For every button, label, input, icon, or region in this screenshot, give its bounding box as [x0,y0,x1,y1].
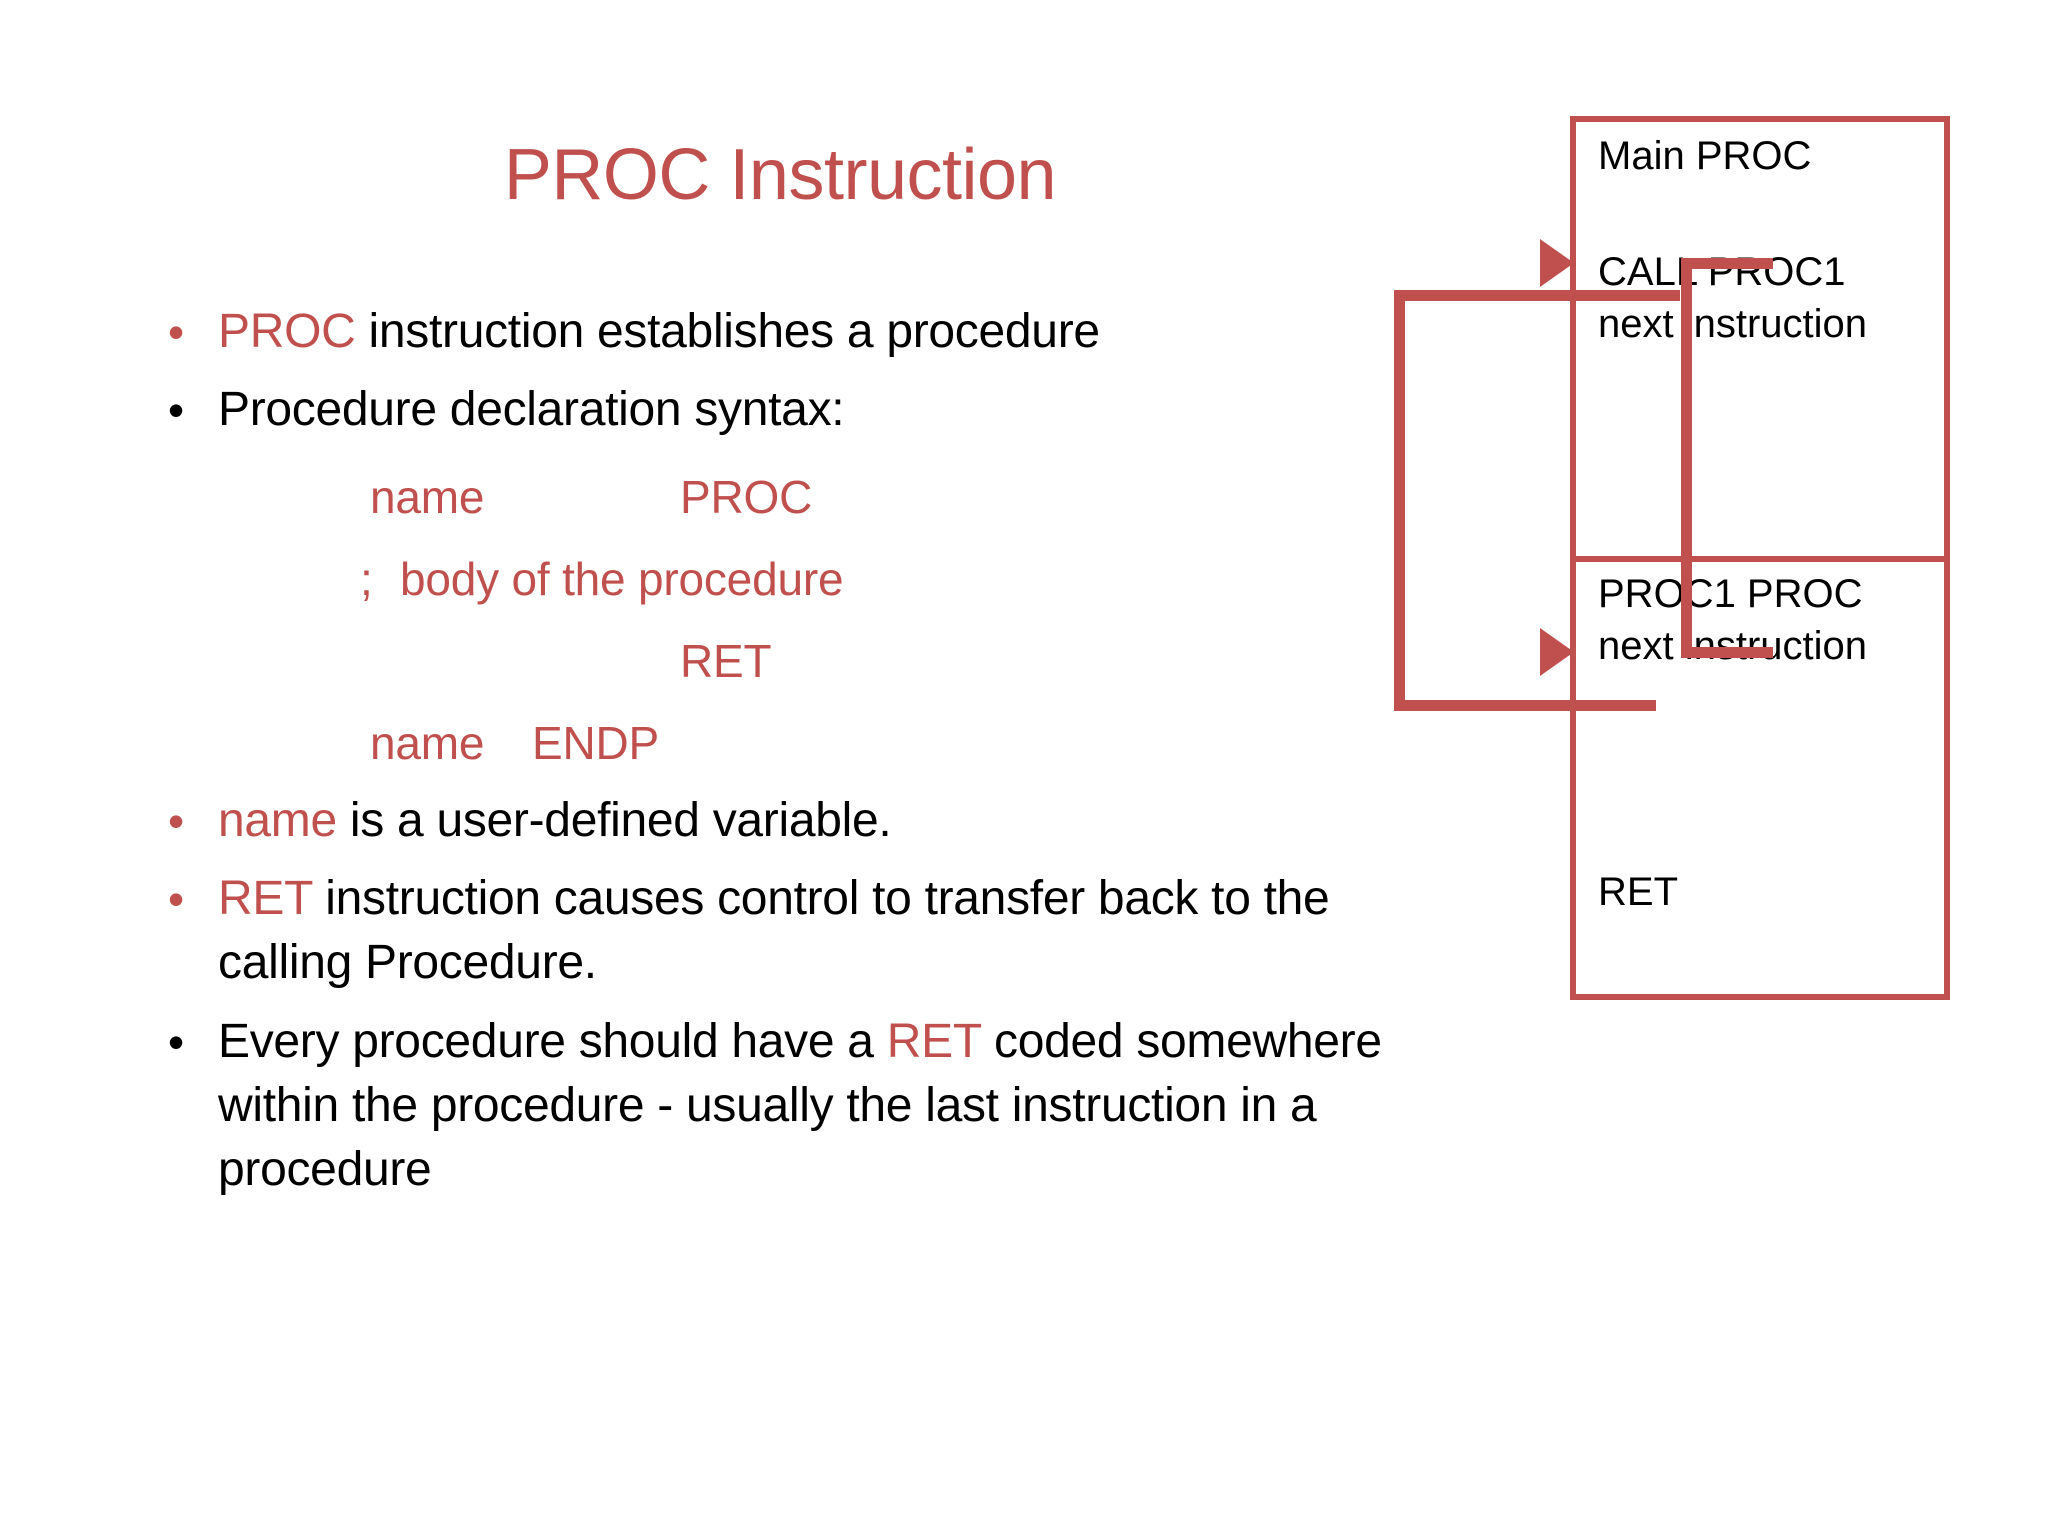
page-title: PROC Instruction [503,135,1057,215]
bullet-text: name is a user-defined variable. [218,789,892,853]
bullet-plain-text: is a user-defined variable. [336,793,892,847]
bullet-text: Every procedure should have a RET coded … [218,1010,1460,1203]
list-item: • RET instruction causes control to tran… [160,867,1460,996]
syntax-line-declaration: name PROC [160,470,1460,552]
main-proc-box: Main PROC CALL PROC1 next instruction [1570,116,1950,562]
bullet-plain-text: Every procedure should have a [218,1014,887,1068]
bullet-text: PROC instruction establishes a procedure [218,300,1100,364]
bullet-list: • PROC instruction establishes a procedu… [160,300,1460,1217]
syntax-endp-token: ENDP [532,717,660,769]
arrow-head-return-icon [1540,239,1574,287]
bullet-accent-term: PROC [218,305,356,358]
syntax-name-token: name [370,471,485,523]
call-path-bottom-segment [1681,647,1773,658]
syntax-code-block: name PROC ; body of the procedure RET na… [160,470,1460,798]
main-proc-call-instruction: CALL PROC1 [1598,250,1846,294]
main-proc-next-instruction: next instruction [1598,302,1868,346]
bullet-marker-icon: • [168,384,185,437]
bullet-marker-icon: • [168,872,185,925]
bullet-accent-term: RET [886,1014,982,1068]
return-path-vertical-segment [1394,290,1405,711]
bullet-plain-text-tail: coded somewhere within the procedure - u… [218,1014,1382,1197]
syntax-comment-text: body of the procedure [400,553,844,605]
syntax-line-ret: RET [160,634,1460,716]
bullet-text: RET instruction causes control to transf… [218,867,1460,996]
call-path-top-segment [1681,258,1773,269]
syntax-proc-token: PROC [680,471,813,523]
main-proc-label: Main PROC [1598,134,1812,178]
list-item: • Every procedure should have a RET code… [160,1010,1460,1203]
syntax-line-comment: ; body of the procedure [160,552,1460,634]
bullet-marker-icon: • [168,794,185,847]
syntax-line-endp: name ENDP [160,716,1460,798]
bullet-accent-term: name [218,793,337,847]
list-item: • Procedure declaration syntax: [160,378,1460,442]
bullet-plain-text: instruction causes control to transfer b… [218,871,1330,990]
arrow-head-call-icon [1540,628,1574,676]
syntax-endname-token: name [370,717,485,769]
bullet-marker-icon: • [168,306,185,358]
proc1-label: PROC1 PROC [1598,572,1863,616]
list-item: • name is a user-defined variable. [160,789,1460,853]
list-item: • PROC instruction establishes a procedu… [160,300,1460,364]
call-return-diagram: Main PROC CALL PROC1 next instruction PR… [1380,100,1980,1040]
return-path-bottom-segment [1394,700,1656,711]
return-path-top-segment [1394,290,1680,301]
bullet-marker-icon: • [168,1015,185,1068]
proc1-next-instruction: next instruction [1598,624,1868,668]
proc1-box: PROC1 PROC next instruction RET [1570,556,1950,1000]
bullet-text: Procedure declaration syntax: [218,378,845,442]
syntax-ret-token: RET [680,635,772,687]
bullet-plain-text: instruction establishes a procedure [355,305,1101,358]
proc1-ret-instruction: RET [1598,870,1678,914]
call-path-vertical-segment [1681,258,1692,658]
bullet-accent-term: RET [218,871,313,925]
syntax-semicolon-token: ; [360,553,373,605]
bullet-plain-text: Procedure declaration syntax: [218,383,845,437]
